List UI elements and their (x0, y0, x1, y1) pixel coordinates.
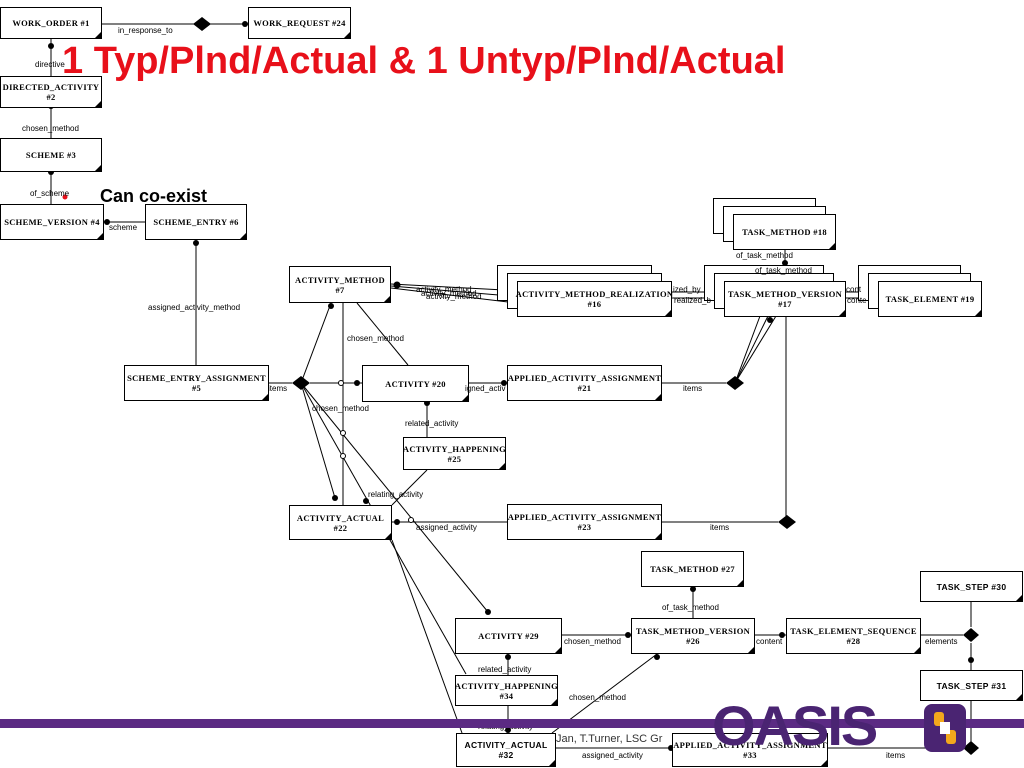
entity-task-element-19[interactable]: TASK_ELEMENT #19 (878, 281, 982, 317)
entity-scheme-entry-6[interactable]: SCHEME_ENTRY #6 (145, 204, 247, 240)
entity-task-method-18[interactable]: TASK_METHOD #18 (733, 214, 836, 250)
entity-activity-20[interactable]: ACTIVITY #20 (362, 365, 469, 402)
edge-label-of-task-method: of_task_method (662, 603, 719, 612)
oasis-logo: OASIS (712, 694, 878, 757)
entity-task-method-version-17[interactable]: TASK_METHOD_VERSION #17 (724, 281, 846, 317)
entity-activity-actual-32[interactable]: ACTIVITY_ACTUAL #32 (456, 733, 556, 767)
edge-label-chosen-method: chosen_method (22, 124, 79, 133)
edge-label-chosen-method: chosen_method (569, 693, 626, 702)
slide-title: 1 Typ/Plnd/Actual & 1 Untyp/Plnd/Actual (62, 40, 786, 82)
entity-task-element-sequence-28[interactable]: TASK_ELEMENT_SEQUENCE #28 (786, 618, 921, 654)
edge-label-items: items (683, 384, 703, 393)
edge-label-assigned-activity: assigned_activity (582, 751, 643, 760)
entity-scheme-entry-assignment-5[interactable]: SCHEME_ENTRY_ASSIGNMENT #5 (124, 365, 269, 401)
edge-label-of-scheme: of_scheme (30, 189, 70, 198)
entity-activity-method-realization-16[interactable]: ACTIVITY_METHOD_REALIZATION #16 (516, 281, 673, 317)
entity-task-method-27[interactable]: TASK_METHOD #27 (641, 551, 744, 587)
footer-text: Jan, T.Turner, LSC Gr (556, 733, 663, 745)
edge-label-in-response-to: in_response_to (118, 26, 173, 35)
edge-label-of-task-method: of_task_method (755, 266, 812, 275)
edge-label-elements: elements (925, 637, 958, 646)
edge-label-assigned-activity: igned_activ (465, 384, 506, 393)
entity-work-request-24[interactable]: WORK_REQUEST #24 (248, 7, 351, 39)
entity-scheme-version-4[interactable]: SCHEME_VERSION #4 (0, 204, 104, 240)
edge-label-activity-method: activity_method (416, 285, 472, 294)
entity-scheme-3[interactable]: SCHEME #3 (0, 138, 102, 172)
edge-label-items: items (710, 523, 730, 532)
edge-label-chosen-method: chosen_method (347, 334, 404, 343)
edge-label-chosen-method: chosen_method (312, 404, 369, 413)
edge-label-relating-activity: relating_activity (368, 490, 424, 499)
edge-label-content: cont (846, 285, 862, 294)
edge-label-assigned-activity-method: assigned_activity_method (148, 303, 241, 312)
edge-label-content: content (756, 637, 783, 646)
edge-label-content: conte (847, 296, 867, 305)
entity-applied-activity-assignment-23[interactable]: APPLIED_ACTIVITY_ASSIGNMENT #23 (507, 504, 662, 540)
edge-label-items: items (268, 384, 288, 393)
entity-activity-method-7[interactable]: ACTIVITY_METHOD #7 (289, 266, 391, 303)
entity-activity-actual-22[interactable]: ACTIVITY_ACTUAL #22 (289, 505, 392, 540)
edge-label-related-activity: related_activity (405, 419, 459, 428)
entity-task-step-31[interactable]: TASK_STEP #31 (920, 670, 1023, 701)
footer-bar (0, 719, 1024, 728)
oasis-logo-mark-icon (924, 704, 966, 752)
edge-label-chosen-method: chosen_method (564, 637, 621, 646)
entity-activity-29[interactable]: ACTIVITY #29 (455, 618, 562, 654)
edge-label-activity-method: activity_method (421, 289, 477, 298)
entity-activity-happening-25[interactable]: ACTIVITY_HAPPENING #25 (403, 437, 506, 470)
entity-task-step-30[interactable]: TASK_STEP #30 (920, 571, 1023, 602)
edge-label-of-task-method: of_task_method (736, 251, 793, 260)
edge-label-directive: directive (35, 60, 65, 69)
edge-label-activity-method: activity_method (426, 292, 482, 301)
edge-label-scheme: scheme (109, 223, 138, 232)
edge-label-items: items (886, 751, 906, 760)
entity-applied-activity-assignment-21[interactable]: APPLIED_ACTIVITY_ASSIGNMENT #21 (507, 365, 662, 401)
slide-subtitle: Can co-exist (100, 186, 208, 206)
red-marker-dot (62, 194, 68, 200)
entity-task-method-version-26[interactable]: TASK_METHOD_VERSION #26 (631, 618, 755, 654)
entity-activity-happening-34[interactable]: ACTIVITY_HAPPENING #34 (455, 675, 558, 706)
edge-label-realized-by: realized_b (674, 296, 711, 305)
edge-label-assigned-activity: assigned_activity (416, 523, 477, 532)
edge-label-related-activity: related_activity (478, 665, 532, 674)
edge-label-realized-by: ized_by (673, 285, 701, 294)
entity-work-order-1[interactable]: WORK_ORDER #1 (0, 7, 102, 39)
entity-directed-activity-2[interactable]: DIRECTED_ACTIVITY #2 (0, 76, 102, 108)
entity-applied-activity-assignment-33[interactable]: APPLIED_ACTIVITY_ASSIGNMENT #33 (672, 733, 828, 767)
